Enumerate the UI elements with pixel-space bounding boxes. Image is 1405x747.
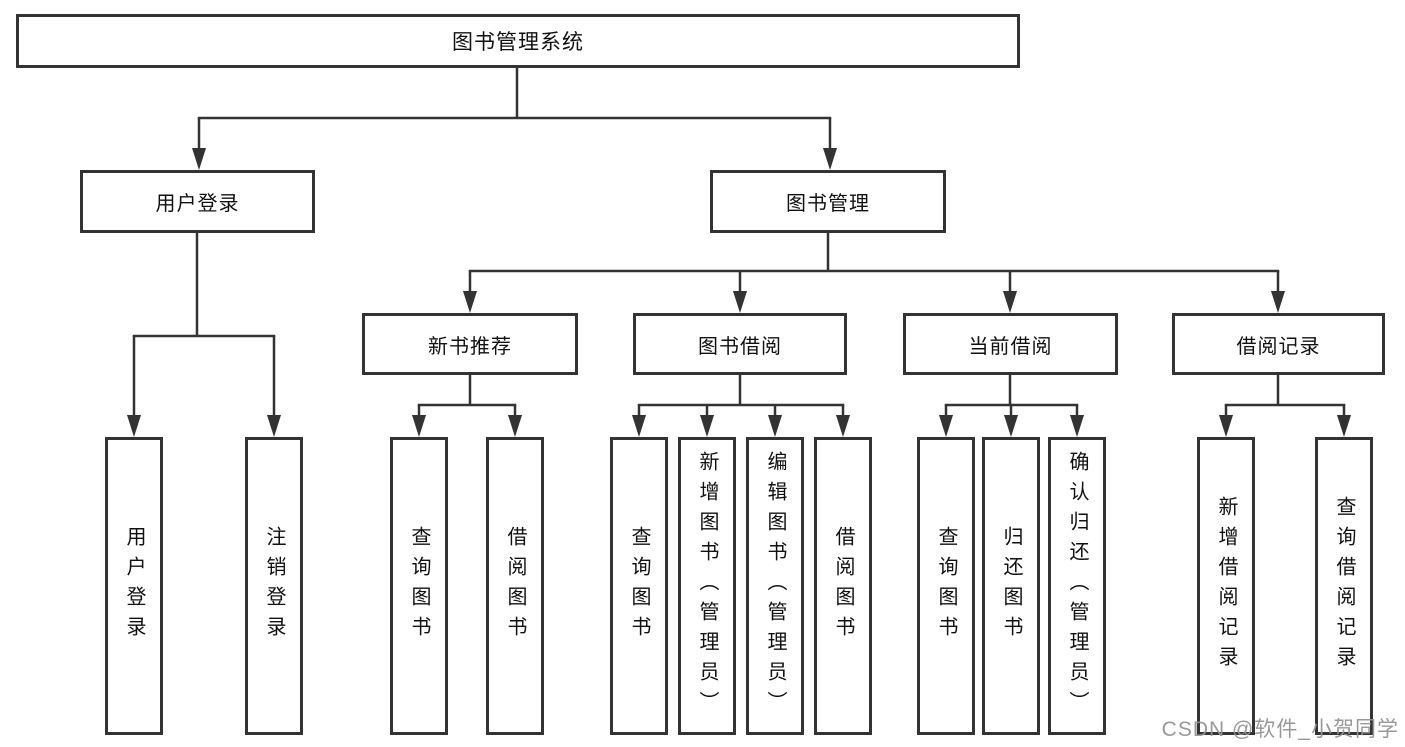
leaf-return-book-label: 归还图书 (1000, 526, 1022, 646)
arrowheads (127, 148, 1351, 437)
leaf-logout: 注销登录 (245, 437, 303, 735)
leaf-logout-label: 注销登录 (263, 526, 285, 646)
node-current-borrow: 当前借阅 (903, 313, 1118, 375)
leaf-query-book-borrow: 查询图书 (610, 437, 668, 735)
node-book-management: 图书管理 (710, 170, 946, 233)
leaf-add-book-admin: 新增图书（管理员） (678, 437, 736, 735)
node-user-login: 用户登录 (80, 170, 315, 233)
node-borrow-records: 借阅记录 (1172, 313, 1385, 375)
leaf-query-book-recommend: 查询图书 (390, 437, 448, 735)
node-root: 图书管理系统 (16, 14, 1020, 68)
leaf-borrow-book-recommend-label: 借阅图书 (504, 526, 526, 646)
leaf-edit-book-admin: 编辑图书（管理员） (746, 437, 804, 735)
leaf-confirm-return-admin: 确认归还（管理员） (1048, 437, 1106, 735)
leaf-borrow-book-recommend: 借阅图书 (486, 437, 544, 735)
leaf-user-login-label: 用户登录 (123, 526, 145, 646)
leaf-query-borrow-record-label: 查询借阅记录 (1333, 496, 1355, 676)
leaf-confirm-return-admin-label: 确认归还（管理员） (1066, 451, 1088, 721)
leaf-user-login: 用户登录 (105, 437, 163, 735)
leaf-return-book: 归还图书 (982, 437, 1040, 735)
leaf-add-book-admin-label: 新增图书（管理员） (696, 451, 718, 721)
leaf-borrow-book: 借阅图书 (814, 437, 872, 735)
leaf-query-book-current-label: 查询图书 (935, 526, 957, 646)
leaf-query-borrow-record: 查询借阅记录 (1315, 437, 1373, 735)
leaf-query-book-recommend-label: 查询图书 (408, 526, 430, 646)
csdn-watermark: CSDN @软件_小贺同学 (1161, 718, 1399, 741)
leaf-add-borrow-record: 新增借阅记录 (1197, 437, 1255, 735)
node-new-book-recommend: 新书推荐 (362, 313, 578, 375)
leaf-query-book-borrow-label: 查询图书 (628, 526, 650, 646)
leaf-borrow-book-label: 借阅图书 (832, 526, 854, 646)
leaf-add-borrow-record-label: 新增借阅记录 (1215, 496, 1237, 676)
node-book-borrow: 图书借阅 (633, 313, 847, 375)
leaf-query-book-current: 查询图书 (917, 437, 975, 735)
leaf-edit-book-admin-label: 编辑图书（管理员） (764, 451, 786, 721)
